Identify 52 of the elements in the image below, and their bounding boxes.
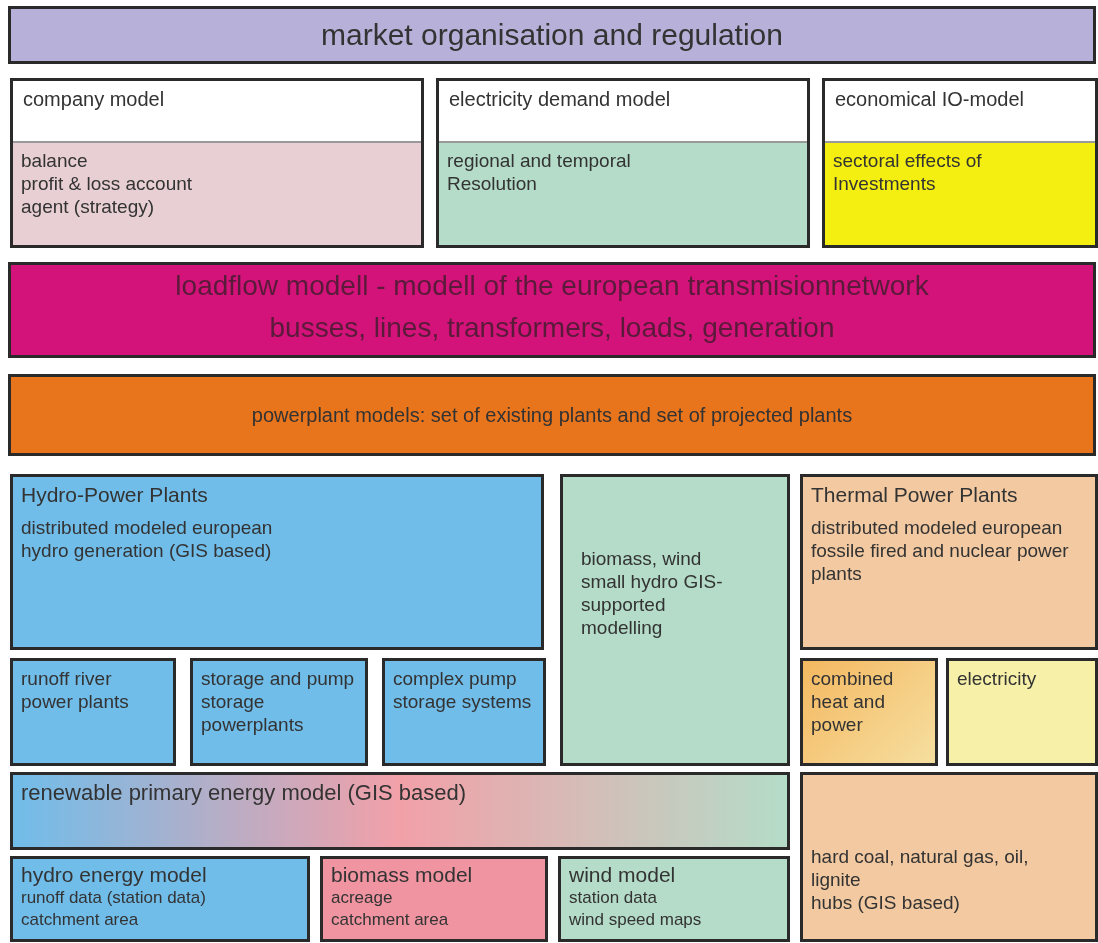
- model-box: [436, 78, 810, 248]
- model-box: [320, 856, 548, 942]
- box-text: sectoral effects of Investments: [832, 149, 983, 195]
- box-text: catchment area: [330, 909, 450, 931]
- box-text: runoff data (station data): [20, 887, 207, 909]
- box-text: balance: [20, 149, 89, 172]
- model-box: [800, 772, 1098, 942]
- model-box: [382, 658, 546, 766]
- box-text: busses, lines, transformers, loads, generation: [268, 311, 836, 345]
- box-text: catchment area: [20, 909, 140, 931]
- model-box: [560, 474, 790, 766]
- box-text: distributed modeled european hydro generation (GIS based): [20, 516, 274, 562]
- model-box: [10, 856, 310, 942]
- box-title: economical IO-model: [825, 81, 1095, 143]
- box-text: profit & loss account: [20, 172, 194, 195]
- box-text: runoff river power plants: [20, 667, 130, 713]
- box-title: electricity demand model: [439, 81, 807, 143]
- box-text: acreage: [330, 887, 394, 909]
- model-box: [10, 658, 176, 766]
- model-box: [8, 262, 1096, 358]
- box-title: Hydro-Power Plants: [20, 483, 209, 506]
- box-title: biomass model: [330, 862, 474, 887]
- box-text: hubs (GIS based): [810, 891, 961, 914]
- model-box: [8, 374, 1096, 456]
- box-text: regional and temporal Resolution: [446, 149, 632, 195]
- box-text: station data: [568, 887, 658, 909]
- box-text: renewable primary energy model (GIS based): [20, 781, 468, 804]
- box-title: loadflow modell - modell of the european transmisionnetwork: [174, 269, 930, 303]
- box-title: hydro energy model: [20, 862, 208, 887]
- box-title: wind model: [568, 862, 677, 887]
- model-box: [558, 856, 790, 942]
- model-box: [800, 658, 938, 766]
- box-text: storage and pump storage powerplants: [200, 667, 356, 736]
- model-box: [10, 772, 790, 850]
- box-text: electricity: [956, 667, 1038, 690]
- box-text: combined heat and power: [810, 667, 895, 736]
- model-box: [800, 474, 1098, 650]
- box-text: complex pump storage systems: [392, 667, 533, 713]
- model-box: [8, 6, 1096, 64]
- box-title: Thermal Power Plants: [810, 483, 1019, 506]
- box-text: biomass, wind small hydro GIS-supported modelling: [580, 547, 724, 639]
- box-title: company model: [13, 81, 421, 143]
- box-title: powerplant models: set of existing plants and set of projected plants: [250, 403, 854, 428]
- model-box: [10, 474, 544, 650]
- model-box: [190, 658, 368, 766]
- box-text: agent (strategy): [20, 195, 156, 218]
- model-box: [10, 78, 424, 248]
- model-box: [822, 78, 1098, 248]
- model-box: [946, 658, 1098, 766]
- box-text: distributed modeled european fossile fired and nuclear power plants: [810, 516, 1070, 585]
- box-title: market organisation and regulation: [320, 18, 784, 52]
- box-text: wind speed maps: [568, 909, 703, 931]
